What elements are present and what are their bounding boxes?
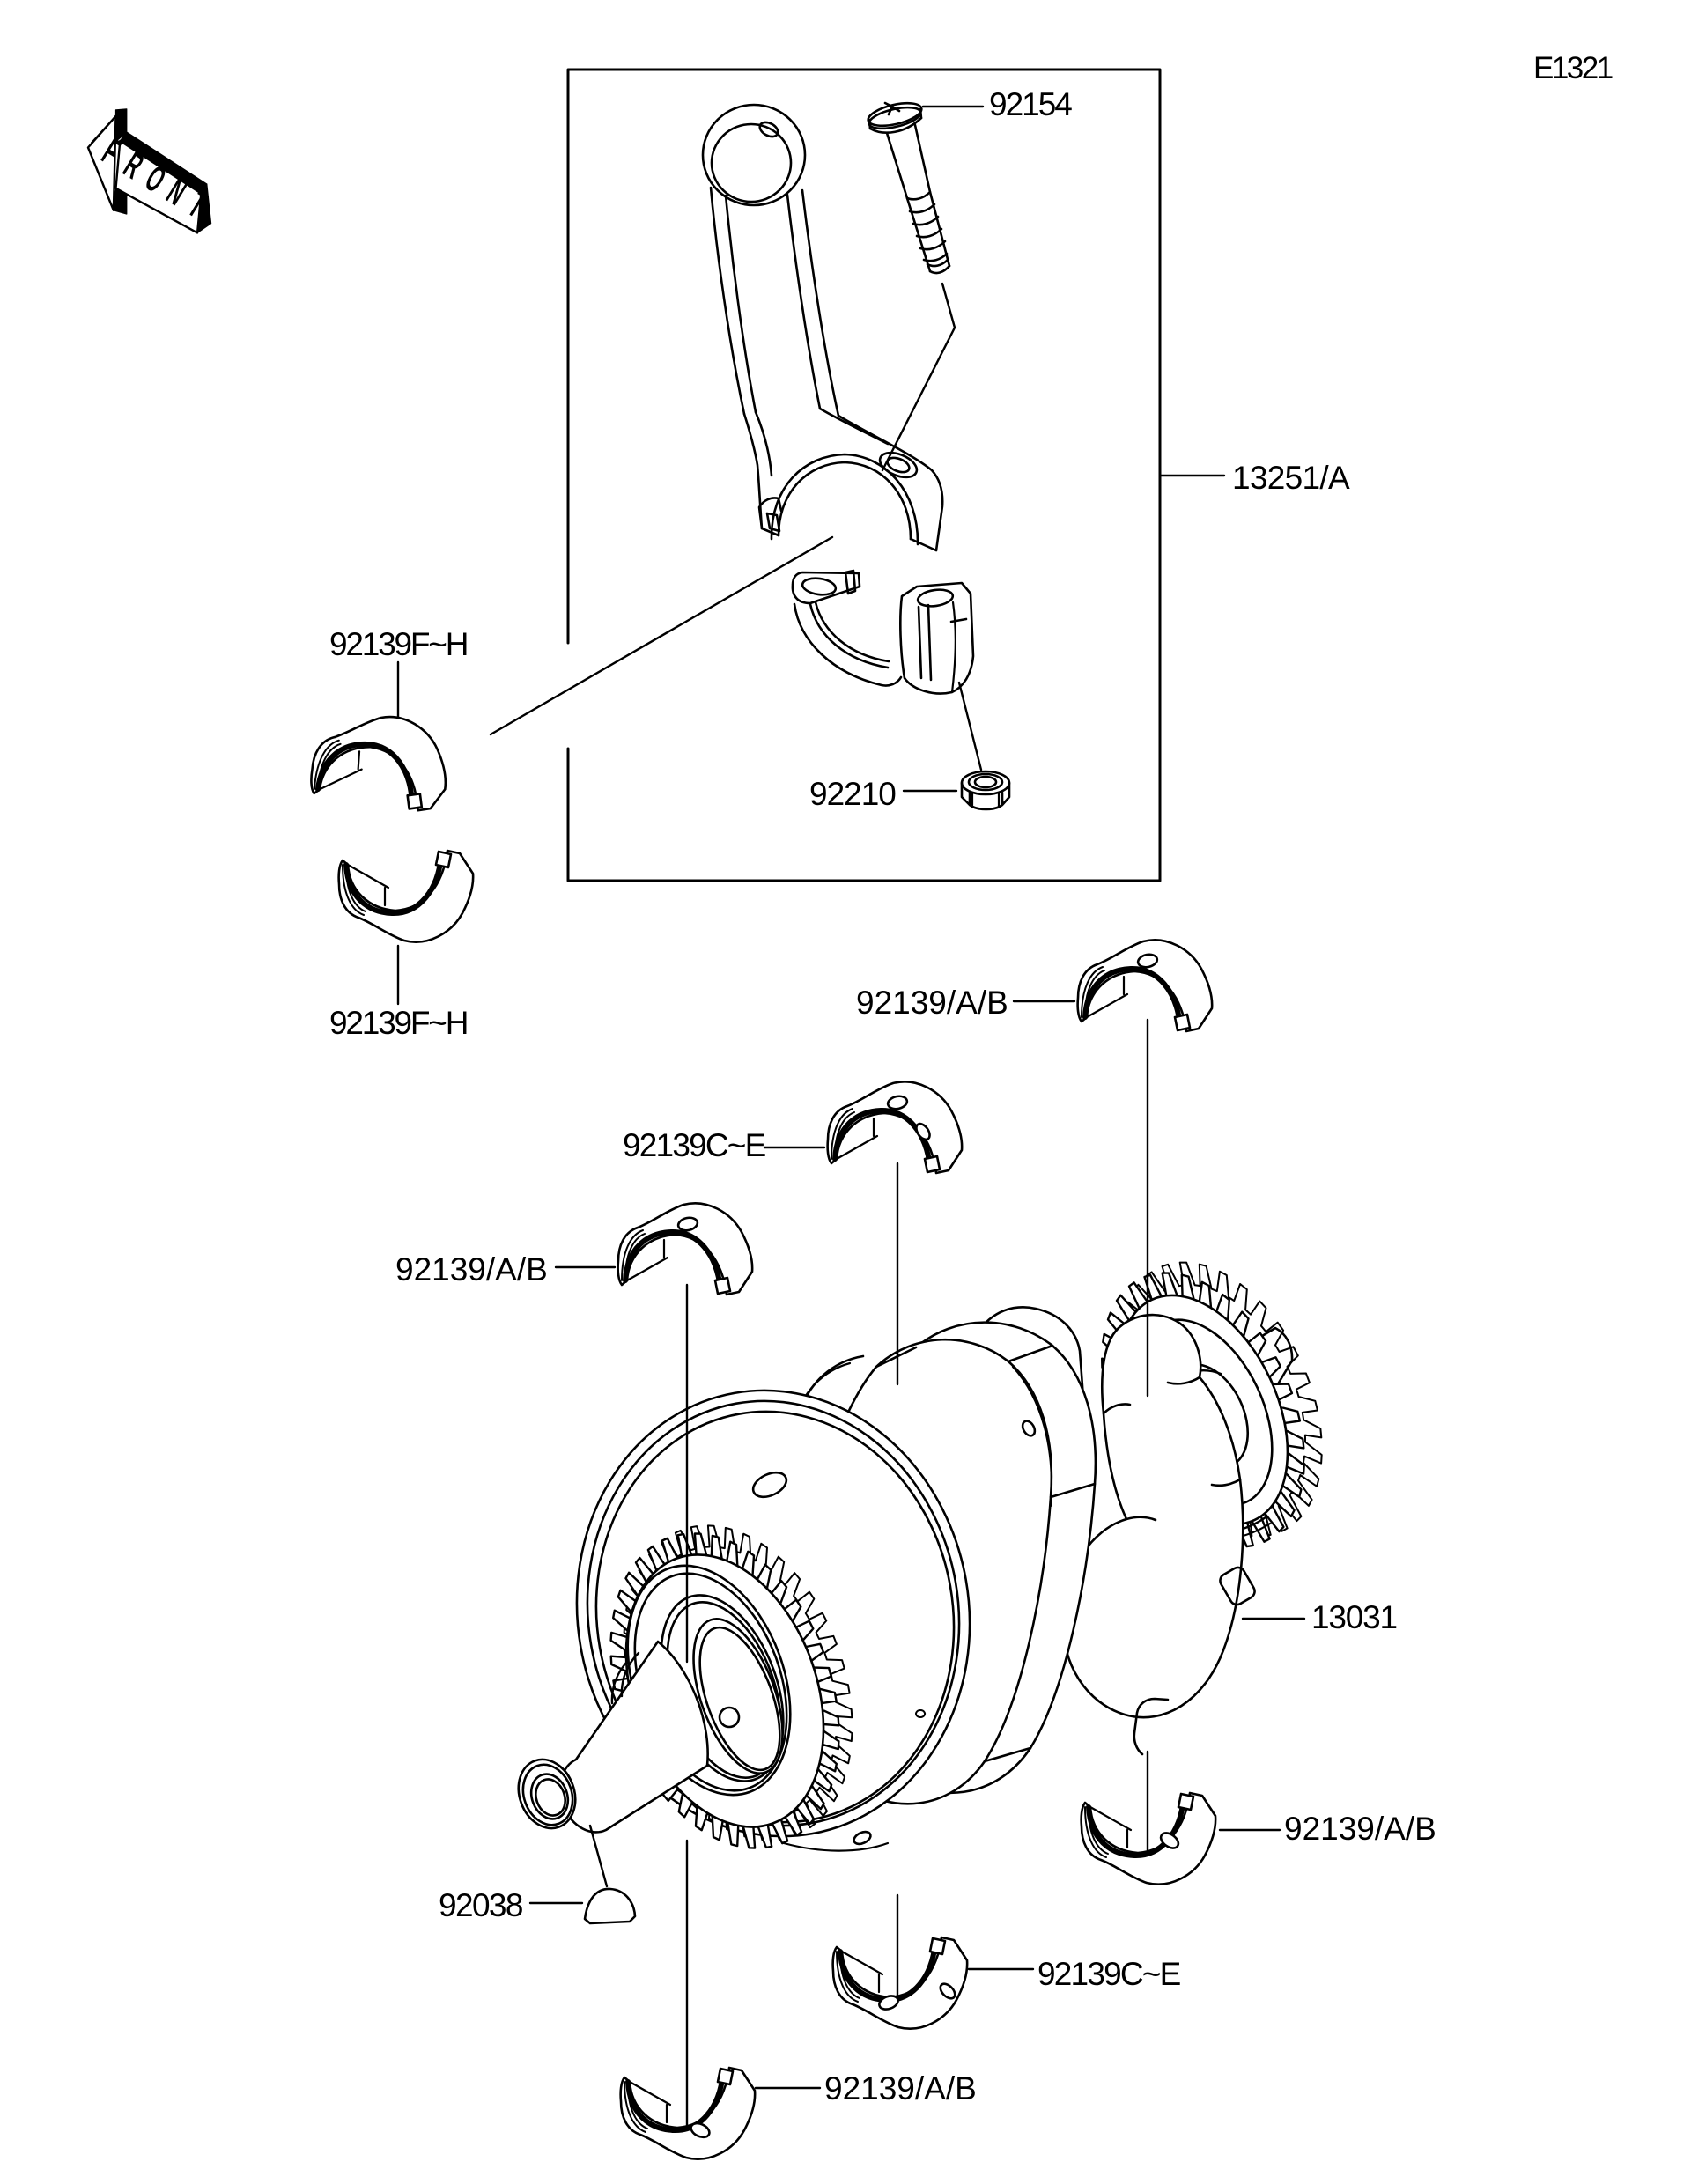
svg-text:92038: 92038 xyxy=(439,1887,522,1923)
svg-text:92139/A/B: 92139/A/B xyxy=(856,985,1008,1021)
svg-text:92139/A/B: 92139/A/B xyxy=(1284,1811,1436,1847)
svg-text:E1321: E1321 xyxy=(1533,51,1613,85)
svg-text:92139/A/B: 92139/A/B xyxy=(395,1251,548,1288)
svg-text:92210: 92210 xyxy=(809,776,896,812)
svg-text:92154: 92154 xyxy=(989,86,1072,122)
svg-text:92139F~H: 92139F~H xyxy=(329,1005,467,1041)
svg-text:13031: 13031 xyxy=(1311,1599,1397,1635)
svg-text:92139/A/B: 92139/A/B xyxy=(824,2070,977,2107)
svg-text:13251/A: 13251/A xyxy=(1232,460,1350,496)
svg-text:92139F~H: 92139F~H xyxy=(329,626,467,662)
svg-text:92139C~E: 92139C~E xyxy=(623,1127,766,1163)
svg-text:92139C~E: 92139C~E xyxy=(1037,1956,1181,1992)
